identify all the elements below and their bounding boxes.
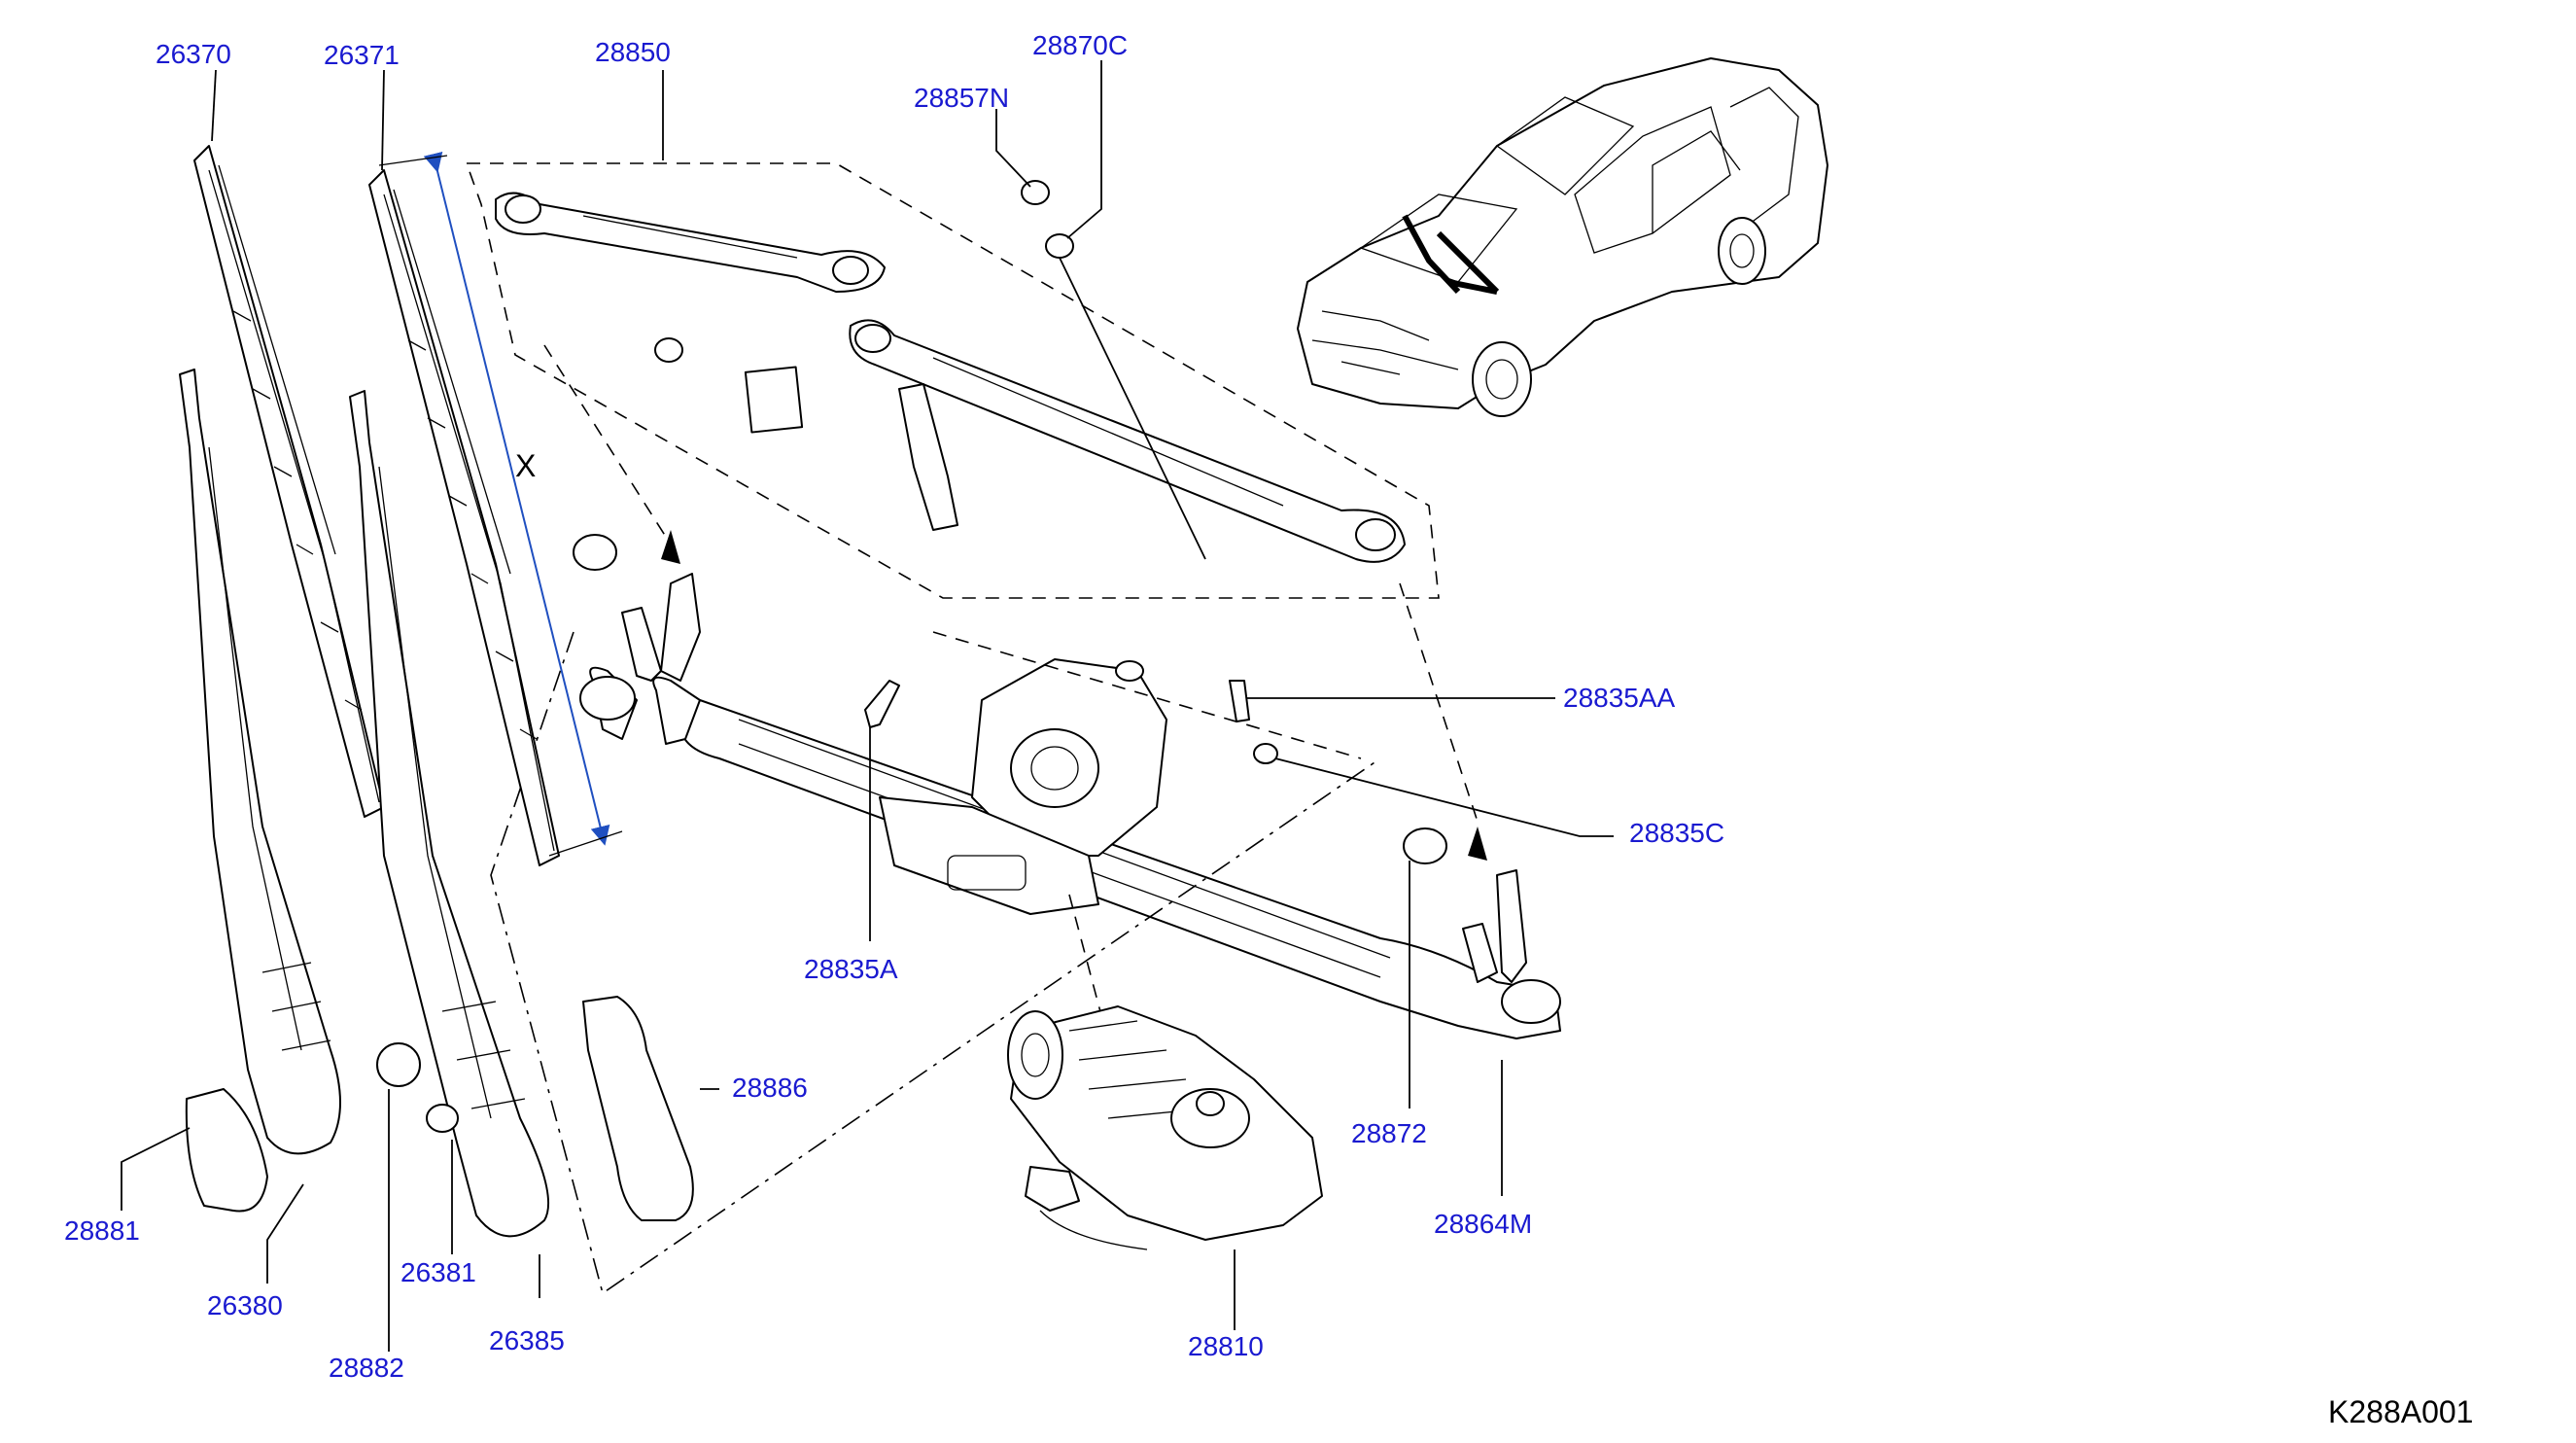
part-label-26380: 26380 [207,1290,283,1320]
link-rod-lower [849,319,1406,563]
nut-icon [1253,743,1278,764]
diagram-code: K288A001 [2328,1394,2473,1429]
dimension-x-label: X [515,448,536,483]
nut-26381-icon [426,1104,459,1133]
part-labels: 26370 26371 28850 28857N 28870C 28835AA … [64,30,1724,1383]
arrow-right-icon [1468,827,1487,861]
grease-packet-icon [744,366,804,434]
part-label-26370: 26370 [156,39,231,69]
car-illustration-icon [1297,57,1828,417]
dimension-x-arrow [423,151,610,846]
bushing-icon [654,337,683,363]
pivot-nut-left-icon [573,534,617,571]
bolt-icon [1229,680,1250,722]
part-label-28857N: 28857N [914,83,1009,113]
bolt-icon [864,680,900,728]
nut-icon [1021,180,1050,205]
part-label-28881: 28881 [64,1215,140,1246]
wiper-frame-assembly [579,573,1561,1039]
wiper-arm-26380 [179,369,341,1155]
part-label-28882: 28882 [329,1353,404,1383]
part-label-28870C: 28870C [1032,30,1128,60]
part-label-28835A: 28835A [804,954,898,984]
cap-28881-icon [185,1088,268,1213]
part-label-28835AA: 28835AA [1563,683,1676,713]
leader-lines [121,60,1614,1352]
cover-28886-icon [582,996,694,1221]
wiper-motor [1007,1005,1323,1250]
wiper-arm-26385 [349,390,550,1238]
part-label-26371: 26371 [324,40,400,70]
part-label-28872: 28872 [1351,1118,1427,1148]
part-label-28886: 28886 [732,1073,808,1103]
pivot-nut-right-icon [1403,827,1447,864]
link-rod-upper [495,192,886,434]
part-label-28850: 28850 [595,37,671,67]
part-label-26385: 26385 [489,1325,565,1355]
part-label-28864M: 28864M [1434,1209,1532,1239]
part-label-28810: 28810 [1188,1331,1264,1361]
part-label-26381: 26381 [400,1257,476,1287]
arrow-left-icon [661,530,680,564]
cap-28882-icon [376,1042,421,1087]
part-label-28835C: 28835C [1629,818,1724,848]
